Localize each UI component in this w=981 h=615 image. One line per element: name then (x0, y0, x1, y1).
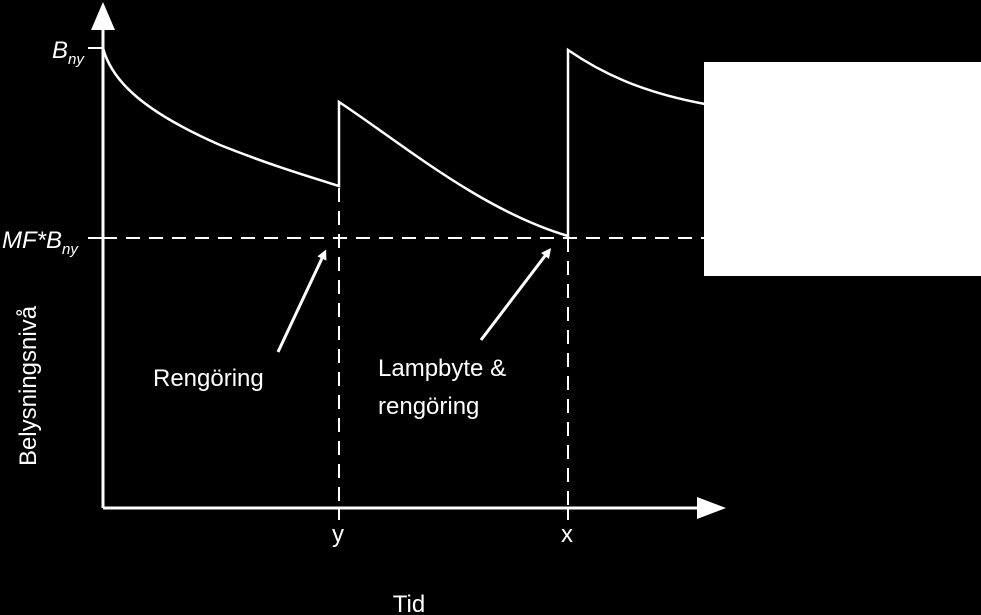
cleaning-arrow (276, 249, 327, 353)
cleaning-label: Rengöring (153, 365, 264, 392)
mf-bny-label-sub: ny (62, 241, 79, 258)
lamp-change-label-line1: Lampbyte & (378, 355, 506, 382)
x-axis-title: Tid (393, 591, 425, 615)
mf-bny-label-main: MF*B (2, 227, 62, 254)
bny-label-main: B (52, 37, 68, 64)
mf-bny-label: MF*Bny (2, 227, 79, 258)
bny-label: Bny (52, 37, 85, 68)
y-axis-arrow-icon (91, 2, 115, 30)
white-box (704, 62, 981, 276)
x-axis-arrow-icon (697, 497, 726, 519)
x-tick-label-y: y (332, 521, 344, 548)
bny-label-sub: ny (68, 51, 85, 68)
illuminance-curve (101, 47, 706, 238)
lamp-change-arrow (479, 248, 552, 341)
lamp-change-label-line2: rengöring (378, 393, 479, 420)
y-axis-title: Belysningsnivå (15, 305, 42, 466)
x-tick-label-x: x (561, 521, 573, 548)
